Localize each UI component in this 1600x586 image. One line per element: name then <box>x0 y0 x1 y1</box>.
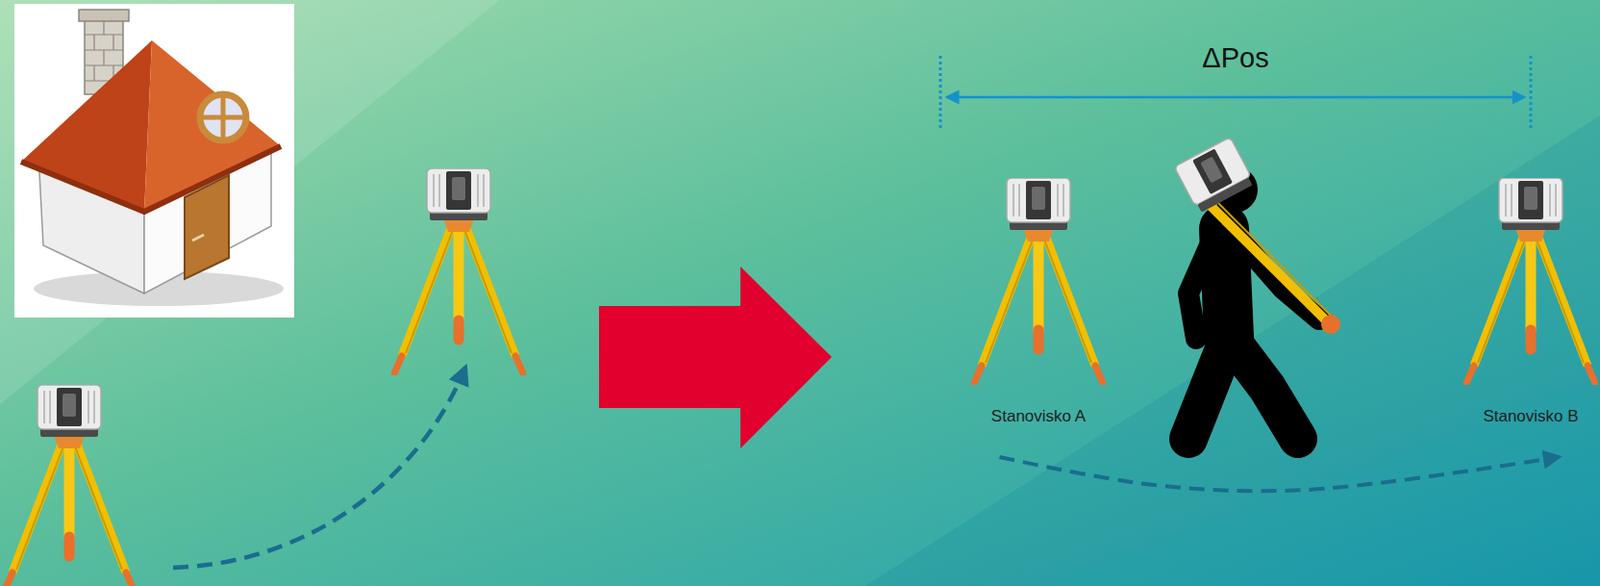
dimension-extension-line <box>939 55 943 130</box>
station-tripod: Stanovisko A <box>966 177 1111 457</box>
tripod-carried <box>1201 197 1327 322</box>
dimension-extension-line <box>1529 55 1533 130</box>
scanner-body <box>1174 136 1251 206</box>
dimension-label: ΔPos <box>1139 42 1332 75</box>
window-cross <box>200 94 247 141</box>
roof-edge <box>21 146 281 212</box>
house-picture <box>14 3 295 318</box>
station-label: Stanovisko A <box>966 406 1111 426</box>
scanner-mirror <box>1200 156 1224 184</box>
dimension-line <box>946 96 1525 100</box>
scanner-base <box>1197 176 1252 212</box>
scanner-on-tripod <box>974 177 1103 383</box>
tripod-carried-edge <box>1207 192 1331 316</box>
round-window <box>200 94 247 141</box>
station-tripod: Stanovisko B <box>1461 177 1600 457</box>
person-torso <box>1224 228 1229 337</box>
person-hand <box>1321 314 1341 334</box>
background-sheen <box>0 0 500 404</box>
background-shade <box>865 115 1600 586</box>
roof-face <box>144 40 281 212</box>
transition-arrow <box>599 266 832 449</box>
chimney-top <box>78 9 129 22</box>
person-arm <box>1188 236 1214 339</box>
scanner-on-tripod <box>4 384 134 586</box>
walking-person <box>1174 136 1341 439</box>
scanner-mirror-housing <box>1192 148 1233 195</box>
picture-frame <box>14 3 295 318</box>
door-handle <box>192 234 204 241</box>
chimney-bricks <box>84 21 124 81</box>
move-arrow <box>173 367 466 568</box>
scanner-on-tripod <box>1466 177 1596 383</box>
station-label: Stanovisko B <box>1461 406 1600 426</box>
scanner-on-tripod <box>394 168 524 374</box>
move-arrow <box>1000 456 1559 491</box>
carried-scanner <box>1174 136 1255 214</box>
